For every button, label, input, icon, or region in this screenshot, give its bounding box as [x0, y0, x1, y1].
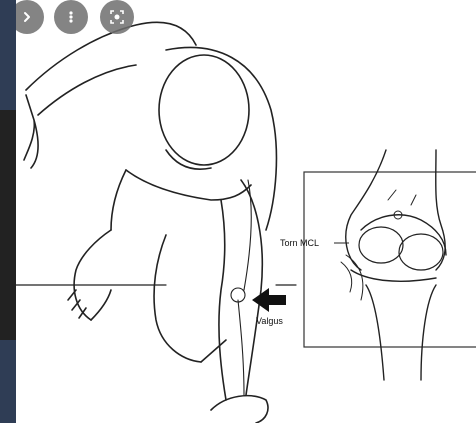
femoral-condyle-right [399, 234, 443, 270]
more-options-button[interactable] [54, 0, 88, 34]
humerus-bone [244, 180, 251, 290]
valgus-label: Valgus [256, 316, 283, 326]
head-outline [159, 55, 249, 165]
tibia-left-edge [366, 285, 384, 380]
foot-outline [211, 396, 268, 423]
lens-search-icon [109, 9, 125, 25]
more-vert-icon [64, 10, 78, 24]
valgus-arrow-icon [252, 288, 286, 312]
left-leg-outline [74, 230, 111, 320]
femur-left-edge [346, 150, 386, 270]
knee-injury-illustration: Torn MCL Valgus [16, 0, 476, 423]
left-edge-dark-panel [0, 110, 16, 340]
lens-search-button[interactable] [100, 0, 134, 34]
femoral-condyle-left [359, 227, 403, 263]
chevron-right-icon [20, 10, 34, 24]
forearm-bone [238, 300, 244, 395]
femur-right-edge [436, 150, 445, 270]
torn-mcl-label: Torn MCL [280, 238, 319, 248]
right-thigh-outline [154, 235, 201, 362]
knee-joint-drawing [341, 150, 446, 380]
image-viewer[interactable]: Torn MCL Valgus [16, 0, 476, 423]
tibia-right-edge [421, 285, 436, 380]
hand-outline [24, 95, 38, 168]
left-edge-strip [0, 0, 16, 423]
joint-line [351, 270, 436, 281]
torn-mcl-ligament [346, 255, 363, 300]
